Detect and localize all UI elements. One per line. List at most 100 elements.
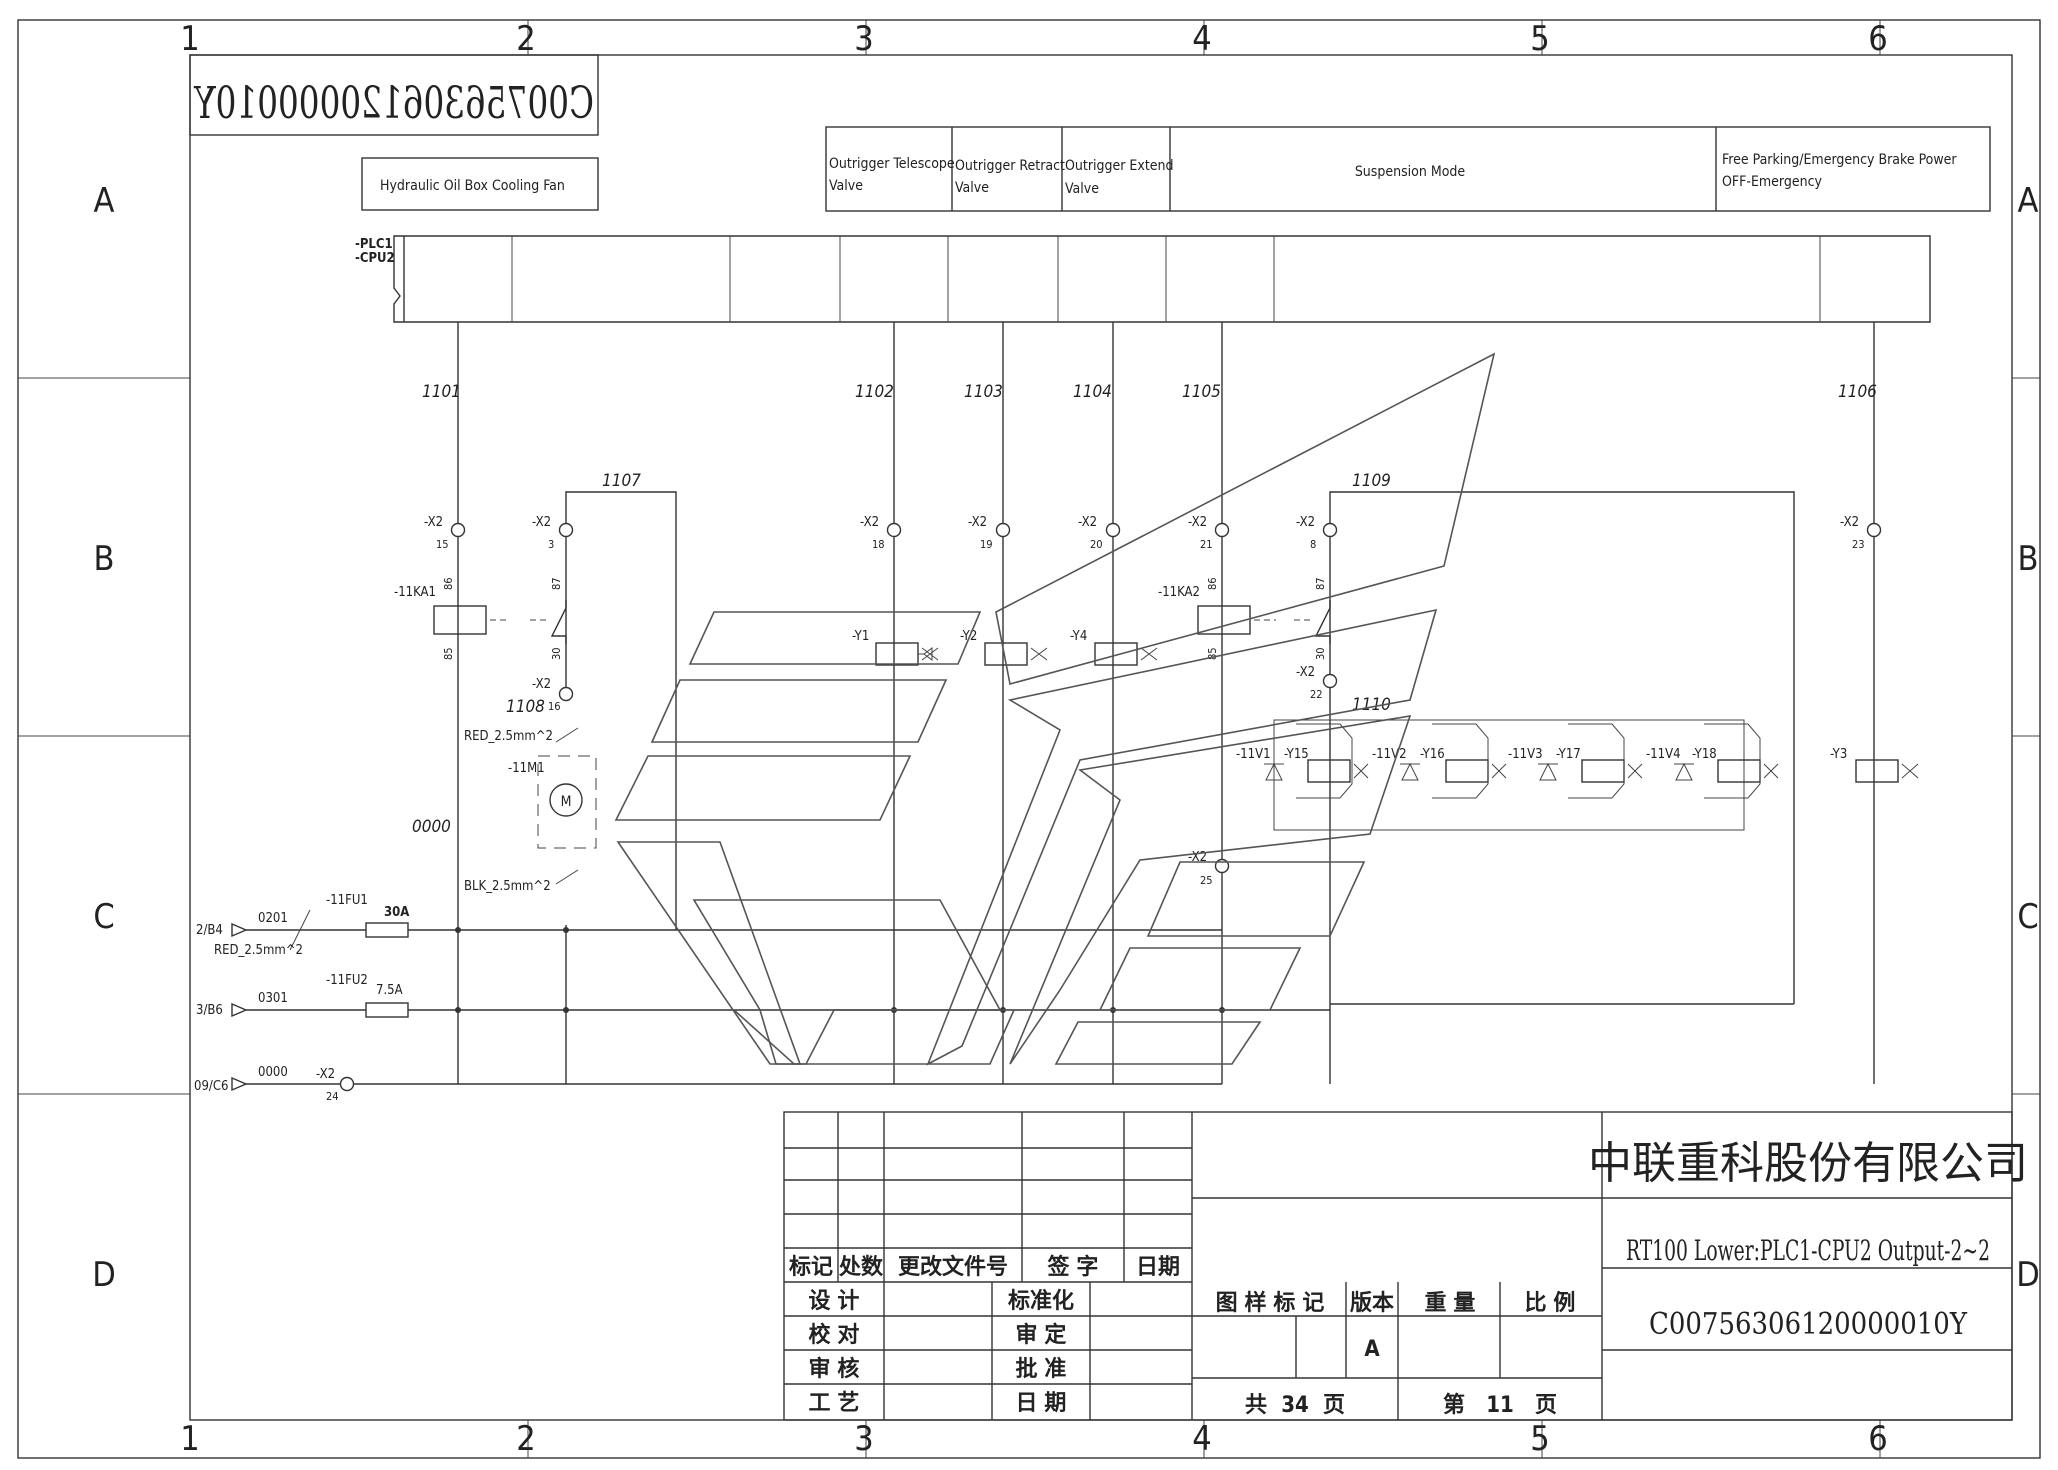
- wire-1103: 1103: [964, 382, 1003, 402]
- x2-label-16: -X2: [532, 677, 551, 692]
- version-value: A: [1364, 1337, 1380, 1362]
- ka2-pin-86: 86: [1206, 577, 1219, 590]
- col-6-bottom: 6: [1868, 1419, 1887, 1459]
- title-block: 中联重科股份有限公司 RT100 Lower:PLC1-CPU2 Output-…: [783, 1111, 2028, 1421]
- col-3-top: 3: [854, 19, 873, 59]
- motor-red-wire: RED_2.5mm^2: [464, 729, 553, 744]
- x2-num-25: 25: [1200, 874, 1213, 887]
- role-review: 审 核: [809, 1356, 860, 1382]
- scale-header: 比 例: [1525, 1291, 1576, 1316]
- weight-header: 重 量: [1425, 1291, 1476, 1316]
- x2-label-21: -X2: [1188, 515, 1207, 530]
- wire-1105: 1105: [1182, 382, 1221, 402]
- coil-y16: -Y16: [1420, 747, 1445, 762]
- x2-num-8: 8: [1310, 538, 1316, 551]
- header-parking-1: Free Parking/Emergency Brake Power: [1722, 152, 1957, 168]
- stamp-text: C00756306120000010Y: [193, 78, 594, 129]
- x2-num-24: 24: [326, 1090, 339, 1103]
- role-authorize: 批 准: [1016, 1357, 1067, 1382]
- x2-num-18: 18: [872, 538, 885, 551]
- ka2-tag: -11KA2: [1158, 585, 1200, 600]
- motor-symbol: M: [561, 794, 572, 810]
- header-retract-2: Valve: [955, 180, 989, 196]
- header-retract-1: Outrigger Retract: [955, 158, 1065, 174]
- wire-1104: 1104: [1073, 382, 1112, 402]
- coil-y17: -Y17: [1556, 747, 1581, 762]
- x2-num-20: 20: [1090, 538, 1103, 551]
- wire-1101: 1101: [422, 382, 461, 402]
- wire-1107: 1107: [602, 471, 641, 491]
- header-telescope-1: Outrigger Telescope: [829, 156, 955, 172]
- ka2-pin-87: 87: [1314, 577, 1327, 590]
- supply-red-wire: RED_2.5mm^2: [214, 943, 303, 958]
- x2-label-23: -X2: [1840, 515, 1859, 530]
- supply-net-0301: 0301: [258, 991, 288, 1006]
- sheet-suffix: 页: [1535, 1393, 1557, 1418]
- role-approve: 审 定: [1016, 1322, 1067, 1348]
- col-2-bottom: 2: [516, 1419, 535, 1459]
- x2-label-24: -X2: [316, 1067, 335, 1082]
- ka1-pin-87: 87: [550, 577, 563, 590]
- x2-label-18: -X2: [860, 515, 879, 530]
- row-a-left: A: [94, 181, 115, 221]
- coil-y3: -Y3: [1830, 747, 1847, 762]
- rev-header-mark: 标记: [789, 1254, 833, 1280]
- x2-num-16: 16: [548, 700, 561, 713]
- x2-label-15: -X2: [424, 515, 443, 530]
- fuse-11fu2-rating: 7.5A: [376, 983, 403, 998]
- header-fan: Hydraulic Oil Box Cooling Fan: [380, 178, 565, 194]
- drawing-frame: 1 2 3 4 5 6 1 2 3 4 5 6 A B C D A B C D: [17, 19, 2041, 1459]
- rev-header-count: 处数: [838, 1254, 884, 1280]
- col-4-top: 4: [1192, 19, 1211, 59]
- coil-y4: -Y4: [1070, 629, 1087, 644]
- motor-blk-wire: BLK_2.5mm^2: [464, 879, 551, 894]
- wire-1106: 1106: [1838, 382, 1877, 402]
- fan-motor: M -11M1 RED_2.5mm^2 BLK_2.5mm^2: [464, 727, 597, 894]
- role-date: 日 期: [1016, 1391, 1067, 1416]
- plc-tag-2: -CPU2: [355, 251, 395, 266]
- coil-y18: -Y18: [1692, 747, 1717, 762]
- col-3-bottom: 3: [854, 1419, 873, 1459]
- ka2-pin-30: 30: [1314, 647, 1327, 660]
- row-d-right: D: [2016, 1255, 2040, 1295]
- header-extend-1: Outrigger Extend: [1065, 158, 1174, 174]
- col-1-bottom: 1: [180, 1419, 199, 1459]
- mark-header: 图 样 标 记: [1216, 1290, 1325, 1316]
- coil-y15: -Y15: [1284, 747, 1309, 762]
- role-standard: 标准化: [1008, 1288, 1074, 1314]
- company-name: 中联重科股份有限公司: [1588, 1138, 2028, 1189]
- drawing-title: RT100 Lower:PLC1-CPU2 Output-2~2: [1626, 1234, 1990, 1267]
- supply-net-0000: 0000: [258, 1065, 288, 1080]
- ka1-tag: -11KA1: [394, 585, 436, 600]
- col-4-bottom: 4: [1192, 1419, 1211, 1459]
- row-c-right: C: [2017, 897, 2038, 937]
- col-1-top: 1: [180, 19, 199, 59]
- wire-1109: 1109: [1352, 471, 1391, 491]
- row-a-right: A: [2018, 181, 2039, 221]
- motor-tag: -11M1: [508, 761, 545, 776]
- total-pages: 34: [1281, 1393, 1309, 1418]
- wire-1108: 1108: [506, 697, 545, 717]
- rev-header-sign: 签 字: [1047, 1254, 1099, 1280]
- x2-label-19: -X2: [968, 515, 987, 530]
- x2-num-22: 22: [1310, 688, 1323, 701]
- sheet-prefix: 第: [1443, 1392, 1465, 1418]
- supply-net-0201: 0201: [258, 911, 288, 926]
- role-check: 校 对: [809, 1322, 860, 1348]
- x2-label-22: -X2: [1296, 665, 1315, 680]
- total-suffix: 页: [1323, 1393, 1345, 1418]
- coil-y1: -Y1: [852, 629, 869, 644]
- fuse-11fu2: -11FU2: [326, 973, 368, 988]
- header-parking-2: OFF-Emergency: [1722, 174, 1823, 190]
- supply-ref-3: 09/C6: [194, 1079, 228, 1094]
- mirrored-stamp: C00756306120000010Y: [189, 54, 599, 136]
- fuse-11fu1-rating: 30A: [384, 905, 409, 920]
- row-c-left: C: [93, 897, 114, 937]
- supply-ref-1: 2/B4: [196, 923, 223, 938]
- col-5-top: 5: [1530, 19, 1549, 59]
- sheet-number: 11: [1486, 1393, 1514, 1418]
- wire-0000: 0000: [412, 817, 451, 837]
- coil-y2: -Y2: [960, 629, 977, 644]
- row-b-left: B: [94, 539, 115, 579]
